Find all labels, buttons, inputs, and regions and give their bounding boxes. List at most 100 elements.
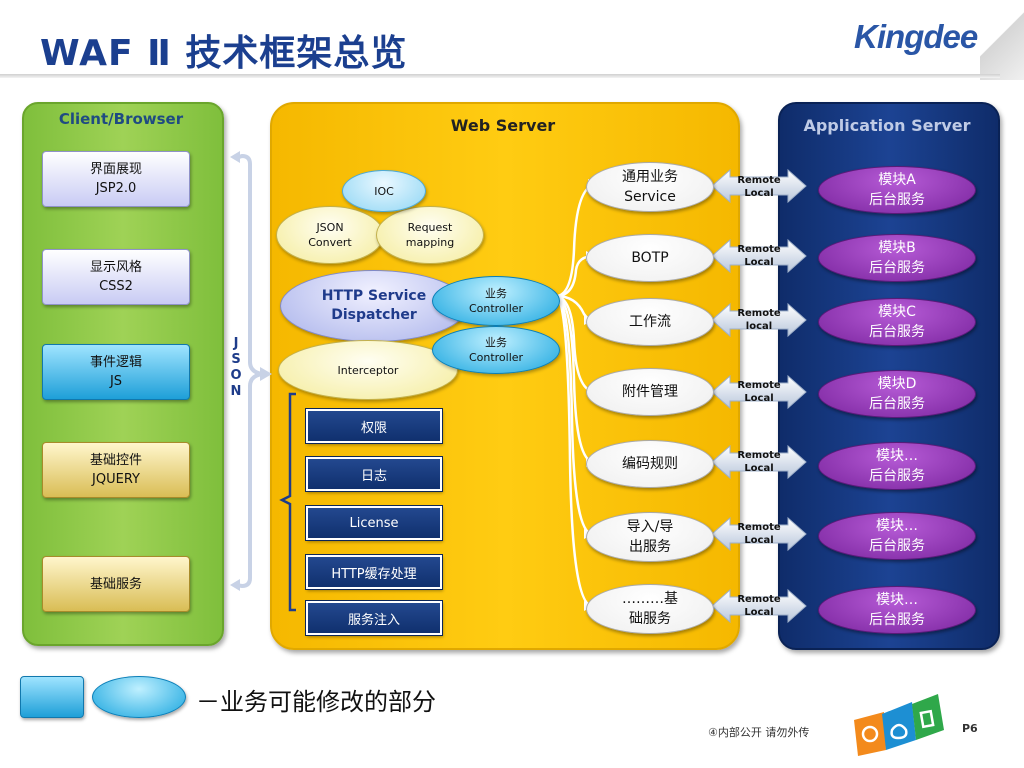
application-server-title: Application Server <box>803 116 971 135</box>
interceptor-item-http-cache: HTTP缓存处理 <box>305 554 443 590</box>
header-divider <box>0 74 1000 78</box>
client-item-sublabel: JQUERY <box>92 472 140 487</box>
json-convert-sublabel: Convert <box>308 236 352 249</box>
business-controller-node: 业务 Controller <box>432 276 560 326</box>
module-b-backend: 模块B 后台服务 <box>818 234 976 282</box>
service-botp: BOTP <box>586 234 714 282</box>
request-mapping-node: Request mapping <box>376 206 484 264</box>
module-more-backend: 模块… 后台服务 <box>818 512 976 560</box>
remote-local-arrow: Remote Local <box>730 241 788 271</box>
service-sublabel: 础服务 <box>629 611 671 627</box>
remote-label: Remote <box>737 175 781 186</box>
ioc-node: IOC <box>342 170 426 212</box>
service-label: 附件管理 <box>622 384 678 400</box>
remote-local-arrow: Remote Local <box>730 172 788 202</box>
service-attachment: 附件管理 <box>586 368 714 416</box>
client-item-sublabel: JS <box>109 374 123 389</box>
ioc-label: IOC <box>374 184 394 198</box>
module-c-backend: 模块C 后台服务 <box>818 298 976 346</box>
remote-label: Remote <box>737 594 781 605</box>
json-letter: J <box>233 336 239 351</box>
remote-local-arrow: Remote Local <box>730 447 788 477</box>
local-label: Local <box>744 188 774 199</box>
module-a-backend: 模块A 后台服务 <box>818 166 976 214</box>
service-more-base: ………基 础服务 <box>586 584 714 634</box>
module-sublabel: 后台服务 <box>869 324 925 340</box>
interceptor-label: Interceptor <box>337 363 399 377</box>
local-label: Local <box>744 535 774 546</box>
local-label: Local <box>744 463 774 474</box>
product-cubes-icon <box>854 694 944 756</box>
dispatcher-label: HTTP Service <box>321 288 427 304</box>
interceptor-item-license: License <box>305 505 443 541</box>
http-service-dispatcher-node: HTTP Service Dispatcher <box>280 270 468 342</box>
json-letter: O <box>230 368 242 383</box>
client-item-label: 显示风格 <box>89 260 142 275</box>
json-letter: S <box>231 352 241 367</box>
module-sublabel: 后台服务 <box>869 612 925 628</box>
remote-local-arrow: Remote Local <box>730 519 788 549</box>
kingdee-logo: Kingdee <box>854 18 978 55</box>
web-server-title: Web Server <box>450 116 556 135</box>
service-coding-rules: 编码规则 <box>586 440 714 488</box>
json-convert-label: JSON <box>316 221 344 234</box>
local-label: Local <box>744 607 774 618</box>
dispatcher-sublabel: Dispatcher <box>331 307 417 323</box>
page-title: WAF Ⅱ 技术框架总览 <box>40 33 408 74</box>
module-label: 模块D <box>877 376 917 392</box>
module-label: 模块A <box>878 172 916 188</box>
local-label: Local <box>744 393 774 404</box>
module-sublabel: 后台服务 <box>869 396 925 412</box>
remote-local-arrow: Remote Local <box>730 591 788 621</box>
client-item-jquery: 基础控件 JQUERY <box>42 442 190 498</box>
module-sublabel: 后台服务 <box>869 538 925 554</box>
module-label: 模块… <box>876 518 918 534</box>
client-item-jsp: 界面展现 JSP2.0 <box>42 151 190 207</box>
remote-label: Remote <box>737 308 781 319</box>
interceptor-node: Interceptor <box>278 340 458 400</box>
interceptor-item-log: 日志 <box>305 456 443 492</box>
service-common-business: 通用业务 Service <box>586 162 714 212</box>
controller-label: 业务 <box>485 287 507 300</box>
module-sublabel: 后台服务 <box>869 260 925 276</box>
module-label: 模块B <box>878 240 916 256</box>
client-item-base-service: 基础服务 <box>42 556 190 612</box>
controller-sublabel: Controller <box>468 351 524 364</box>
service-sublabel: 出服务 <box>629 539 671 555</box>
request-mapping-label: Request <box>407 221 453 234</box>
request-mapping-sublabel: mapping <box>405 236 455 249</box>
client-item-sublabel: CSS2 <box>99 279 133 294</box>
module-more-backend: 模块… 后台服务 <box>818 586 976 634</box>
local-label: Local <box>744 257 774 268</box>
remote-label: Remote <box>737 522 781 533</box>
local-label: local <box>745 321 773 332</box>
remote-label: Remote <box>737 450 781 461</box>
controller-sublabel: Controller <box>468 302 524 315</box>
interceptor-item-service-injection: 服务注入 <box>305 600 443 636</box>
json-convert-node: JSON Convert <box>276 206 384 264</box>
business-controller-node: 业务 Controller <box>432 326 560 374</box>
service-sublabel: Service <box>624 189 676 205</box>
remote-local-arrow: Remote Local <box>730 377 788 407</box>
service-label: 编码规则 <box>622 456 678 472</box>
service-workflow: 工作流 <box>586 298 714 346</box>
client-item-label: 基础服务 <box>89 576 142 592</box>
module-label: 模块… <box>876 592 918 608</box>
remote-label: Remote <box>737 380 781 391</box>
service-label: BOTP <box>631 250 669 266</box>
module-sublabel: 后台服务 <box>869 468 925 484</box>
service-import-export: 导入/导 出服务 <box>586 512 714 562</box>
service-label: 工作流 <box>629 314 671 330</box>
module-sublabel: 后台服务 <box>869 192 925 208</box>
json-letter: N <box>230 384 242 399</box>
legend-rect-swatch <box>20 676 84 718</box>
module-label: 模块… <box>876 448 918 464</box>
client-browser-title: Client/Browser <box>58 110 184 128</box>
legend-ellipse-swatch <box>92 676 186 718</box>
module-d-backend: 模块D 后台服务 <box>818 370 976 418</box>
interceptor-item-permission: 权限 <box>305 408 443 444</box>
service-label: ………基 <box>622 591 678 607</box>
footer-confidential: ④内部公开 请勿外传 <box>708 726 810 739</box>
module-more-backend: 模块… 后台服务 <box>818 442 976 490</box>
